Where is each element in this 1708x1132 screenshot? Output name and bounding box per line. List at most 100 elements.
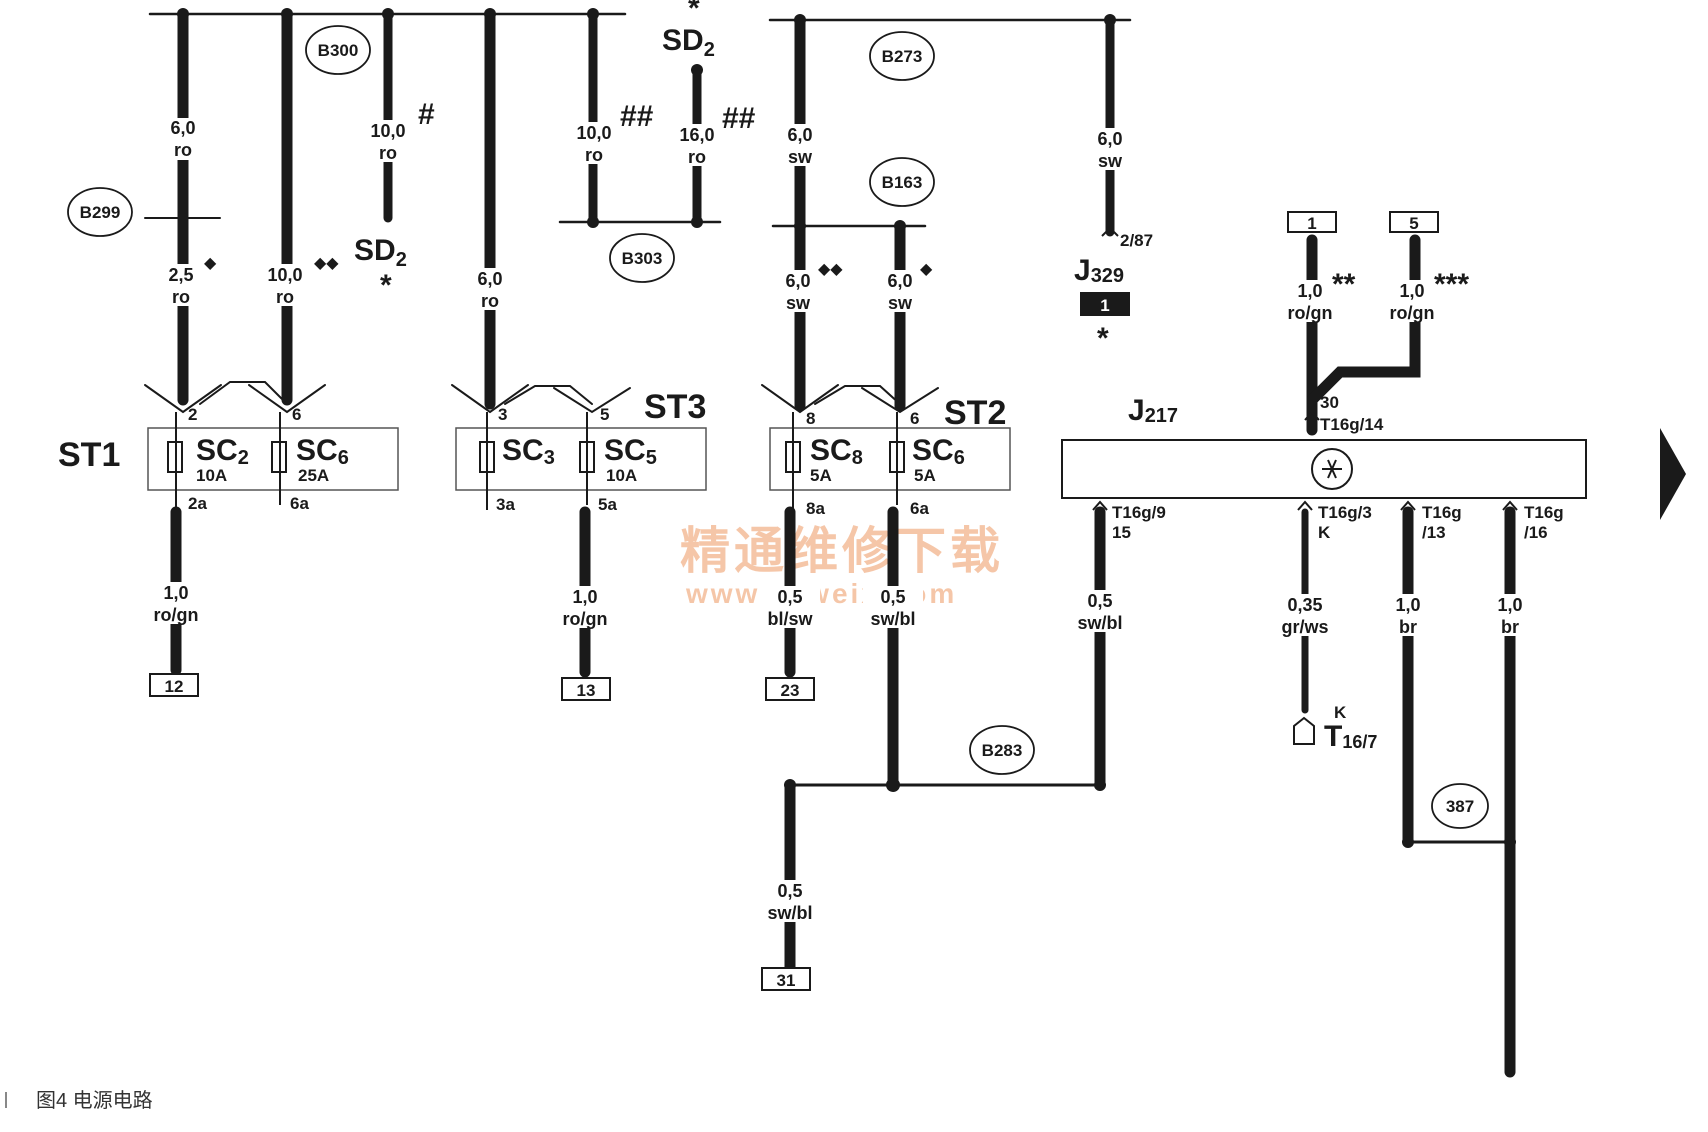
- wire-w18-mark: **: [1332, 268, 1356, 301]
- wire-w18-size: 1,0: [1297, 281, 1322, 301]
- j217-pin30: 30: [1320, 393, 1339, 412]
- pin-8: 8: [806, 409, 815, 428]
- wire-w2-size: 10,0: [370, 121, 405, 141]
- pin-6c: 6: [910, 409, 919, 428]
- terminal-23: 23: [781, 681, 800, 700]
- wire-w6-mark: ##: [620, 100, 654, 133]
- diag-label: T16/7: [1324, 720, 1377, 753]
- terminal-5: 5: [1409, 214, 1418, 233]
- wire-w6-size: 10,0: [576, 123, 611, 143]
- wire-w5-size: 6,0: [477, 269, 502, 289]
- wire-w19-size: 1,0: [1399, 281, 1424, 301]
- wire-w12-size: 1,0: [163, 583, 188, 603]
- wire-labels: 6,0 ro 10,0 ro # 2,5 ro ◆ 10,0 ro ◆◆ 6,0…: [146, 98, 1534, 923]
- figure-caption: 图4 电源电路: [36, 1089, 153, 1112]
- watermark-text: 精通维修下载: [680, 523, 1004, 579]
- j217-pin16b: /16: [1524, 523, 1548, 542]
- wire-w3-size: 2,5: [168, 265, 193, 285]
- connector-st1-label: ST1: [58, 436, 120, 474]
- pin-2a: 2a: [188, 494, 207, 513]
- j329-label: J329: [1074, 254, 1124, 287]
- splice-b163: B163: [882, 173, 923, 192]
- wire-w15-color: sw/bl: [870, 609, 915, 629]
- wire-w20-color: gr/ws: [1281, 617, 1328, 637]
- wire-w5-color: ro: [481, 291, 499, 311]
- fuse-sc2-rating: 10A: [196, 466, 227, 485]
- wire-w10-size: 6,0: [887, 271, 912, 291]
- j217-pin9a: T16g/9: [1112, 503, 1166, 522]
- j217-pin3b: K: [1318, 523, 1331, 542]
- sd2-top-label: SD2: [662, 24, 715, 61]
- wire-w2-color: ro: [379, 143, 397, 163]
- splice-b283: B283: [982, 741, 1023, 760]
- splice-b299: B299: [80, 203, 121, 222]
- j217-pin13a: T16g: [1422, 503, 1462, 522]
- terminal-31: 31: [777, 971, 796, 990]
- diag-letter: K: [1334, 703, 1347, 722]
- j217-label: J217: [1128, 394, 1178, 427]
- wire-w11-size: 6,0: [1097, 129, 1122, 149]
- wire-w4-mark: ◆◆: [314, 255, 339, 272]
- wire-w1-color: ro: [174, 140, 192, 160]
- wire-w11-color: sw: [1098, 151, 1123, 171]
- pin-3: 3: [498, 405, 507, 424]
- connector-st3-label: ST3: [644, 388, 706, 426]
- wire-w19-color: ro/gn: [1390, 303, 1435, 323]
- control-unit-j217: J217 30 T16g/14 T16g/9 15 T16g/3 K T16g …: [1061, 393, 1587, 542]
- wire-w8-size: 6,0: [787, 125, 812, 145]
- terminal-1: 1: [1307, 214, 1316, 233]
- terminal-12: 12: [165, 677, 184, 696]
- wire-w7-color: ro: [688, 147, 706, 167]
- wire-w17-size: 0,5: [777, 881, 802, 901]
- splice-b303: B303: [622, 249, 663, 268]
- wire-w3-color: ro: [172, 287, 190, 307]
- fuse-sc6a-label: SC6: [296, 434, 349, 469]
- wire-w10-mark: ◆: [920, 261, 933, 278]
- splice-b300: B300: [318, 41, 359, 60]
- wire-w21-size: 1,0: [1395, 595, 1420, 615]
- splice-labels: B300 B299 B303 B273 B163 B283 387: [67, 25, 1489, 829]
- fuse-sc6a-rating: 25A: [298, 466, 329, 485]
- wire-w22-color: br: [1501, 617, 1519, 637]
- wire-w3-mark: ◆: [204, 255, 217, 272]
- wire-w22-size: 1,0: [1497, 595, 1522, 615]
- wire-w13-color: ro/gn: [563, 609, 608, 629]
- wire-w17-color: sw/bl: [767, 903, 812, 923]
- fuse-block-st3: SC3 SC5 10A 3 5 3a 5a: [455, 405, 707, 514]
- pin-2: 2: [188, 405, 197, 424]
- fuse-sc8-label: SC8: [810, 434, 863, 469]
- fuse-sc5-label: SC5: [604, 434, 657, 469]
- j329-box-label: 1: [1100, 296, 1109, 315]
- j217-pin13b: /13: [1422, 523, 1446, 542]
- sd2-mid-label: SD2: [354, 234, 407, 271]
- terminal-boxes: 12 1 3 23 31 1 5: [149, 211, 1439, 991]
- wire-w20-size: 0,35: [1287, 595, 1322, 615]
- j217-pin30b: T16g/14: [1320, 415, 1384, 434]
- fuse-sc2-label: SC2: [196, 434, 249, 469]
- wire-w15-size: 0,5: [880, 587, 905, 607]
- pin-3a: 3a: [496, 495, 515, 514]
- j329-mark: *: [1097, 322, 1109, 355]
- pin-5a: 5a: [598, 495, 617, 514]
- wire-w18-color: ro/gn: [1288, 303, 1333, 323]
- wire-w14-size: 0,5: [777, 587, 802, 607]
- sd2-mid-mark: *: [380, 269, 392, 302]
- wire-w16-size: 0,5: [1087, 591, 1112, 611]
- splice-387: 387: [1446, 797, 1474, 816]
- wire-w12-color: ro/gn: [154, 605, 199, 625]
- wire-w13-size: 1,0: [572, 587, 597, 607]
- pin-6d: 6a: [910, 499, 929, 518]
- wire-w7-mark: ##: [722, 102, 756, 135]
- fuse-block-st2: SC8 5A SC6 5A 8 6 8a 6a: [769, 409, 1011, 518]
- fuse-sc8-rating: 5A: [810, 466, 832, 485]
- wire-w4-size: 10,0: [267, 265, 302, 285]
- pin-5: 5: [600, 405, 609, 424]
- j217-pin9b: 15: [1112, 523, 1131, 542]
- wire-w9-mark: ◆◆: [818, 261, 843, 278]
- junction-dots: [177, 8, 1516, 848]
- j217-pin16a: T16g: [1524, 503, 1564, 522]
- fuse-block-st1: SC2 10A SC6 25A 2 6 2a 6a: [147, 405, 399, 513]
- wire-w1-size: 6,0: [170, 118, 195, 138]
- wire-w10-color: sw: [888, 293, 913, 313]
